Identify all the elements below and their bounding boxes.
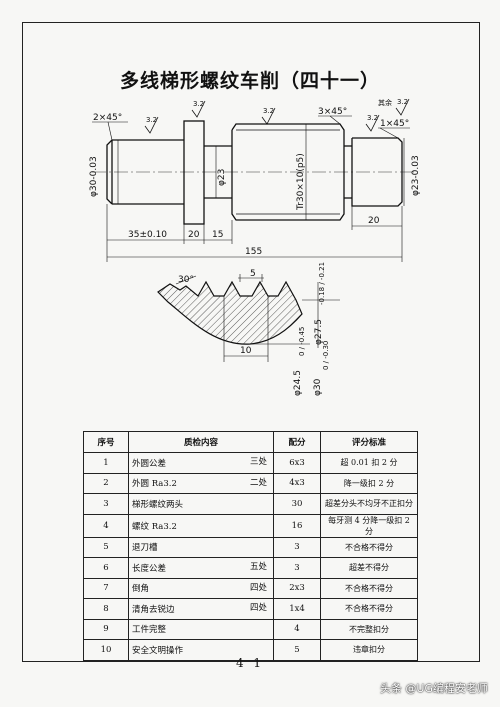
roughness-label: 3.2 xyxy=(146,116,157,124)
chamfer-right2-label: 1×45° xyxy=(380,119,409,129)
roughness-label: 3.2 xyxy=(367,114,378,122)
shaft-outline xyxy=(106,120,403,225)
dia-mid-label: φ23 xyxy=(217,169,227,186)
len-15-label: 15 xyxy=(212,230,223,240)
roughness-symbols xyxy=(144,98,410,134)
len-35-label: 35±0.10 xyxy=(128,230,167,240)
dia-30-tol: 0 / -0.30 xyxy=(322,341,330,370)
chamfer-left-label: 2×45° xyxy=(93,113,122,123)
header-criteria: 评分标准 xyxy=(320,431,418,453)
len-total-label: 155 xyxy=(245,247,262,257)
dia-left-label: φ30-0.03 xyxy=(89,156,99,197)
watermark: 头条 @UG编程安老师 xyxy=(379,682,488,695)
root-len-label: 10 xyxy=(240,346,252,356)
header-no: 序号 xyxy=(83,431,129,453)
dia-30-label: φ30 xyxy=(313,378,323,396)
dia-27-tol: -0.18 / -0.21 xyxy=(318,262,326,305)
roughness-label: 3.2 xyxy=(397,98,408,106)
dia-245-label: φ24.5 xyxy=(293,370,303,396)
part-drawing: 3.2 3.2 3.2 3.2 3.2 其余 2×45° 3×45° 1×45°… xyxy=(89,98,421,396)
rest-label: 其余 xyxy=(378,98,392,107)
thread-profile-section xyxy=(157,280,303,345)
page-number: 4 1 xyxy=(235,656,265,670)
dia-27-label: φ27.5 xyxy=(314,319,324,345)
header-score: 配分 xyxy=(273,431,321,453)
page-title: 多线梯形螺纹车削（四十一） xyxy=(119,70,380,92)
header-item: 质检内容 xyxy=(128,431,274,453)
len-20-label: 20 xyxy=(188,230,200,240)
roughness-label: 3.2 xyxy=(193,100,204,108)
table-header-row: 序号 质检内容 配分 评分标准 xyxy=(83,431,418,453)
dia-245-tol: 0 / -0.45 xyxy=(298,327,306,356)
page-frame xyxy=(22,22,480,662)
profile-angle-label: 30° xyxy=(178,275,194,285)
thread-spec-label: Tr30×10(p5) xyxy=(296,153,306,211)
len-20b-label: 20 xyxy=(368,216,380,226)
dia-right-label: φ23-0.03 xyxy=(411,155,421,196)
roughness-label: 3.2 xyxy=(263,107,274,115)
pitch-label: 5 xyxy=(250,269,256,279)
chamfer-right-label: 3×45° xyxy=(318,107,347,117)
